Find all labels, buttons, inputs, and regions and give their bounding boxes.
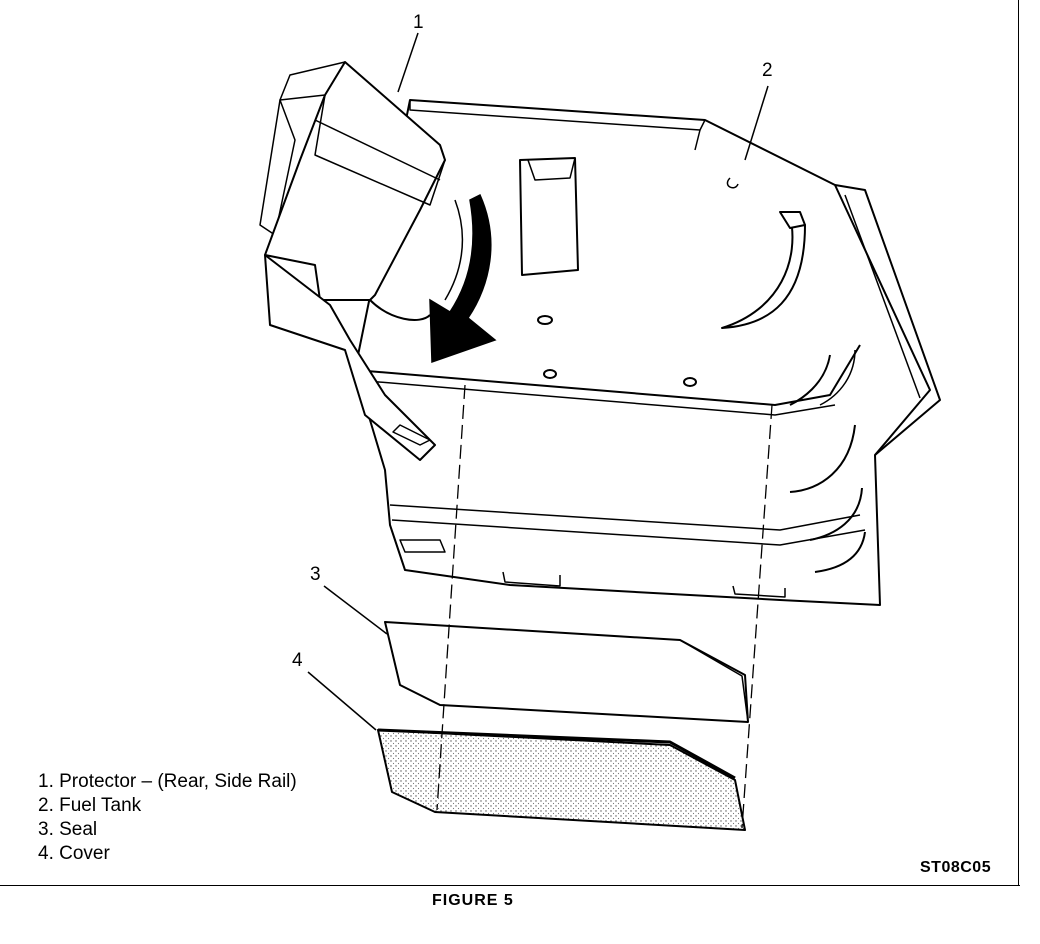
protector-rear-side-rail bbox=[259, 61, 446, 461]
legend-item-seal: 3. Seal bbox=[38, 819, 98, 840]
seal bbox=[384, 621, 749, 723]
leader-lines bbox=[307, 32, 769, 731]
parts-legend: 1. Protector – (Rear, Side Rail) 2. Fuel… bbox=[38, 770, 297, 866]
frame-bottom-rule bbox=[0, 885, 1020, 886]
frame-side-rule bbox=[1018, 0, 1019, 886]
installation-arrow bbox=[429, 193, 497, 364]
legend-item-fuel-tank: 2. Fuel Tank bbox=[38, 795, 142, 816]
callout-4: 4 bbox=[292, 650, 303, 671]
alignment-lines bbox=[436, 384, 773, 829]
legend-item-protector: 1. Protector – (Rear, Side Rail) bbox=[38, 771, 297, 792]
figure-caption: FIGURE 5 bbox=[432, 892, 514, 909]
fuel-tank bbox=[354, 99, 941, 606]
callout-3: 3 bbox=[310, 564, 321, 585]
callout-2: 2 bbox=[762, 60, 773, 81]
drawing-id: ST08C05 bbox=[920, 859, 992, 876]
legend-item-cover: 4. Cover bbox=[38, 843, 110, 864]
cover bbox=[377, 728, 746, 831]
callout-1: 1 bbox=[413, 12, 424, 33]
